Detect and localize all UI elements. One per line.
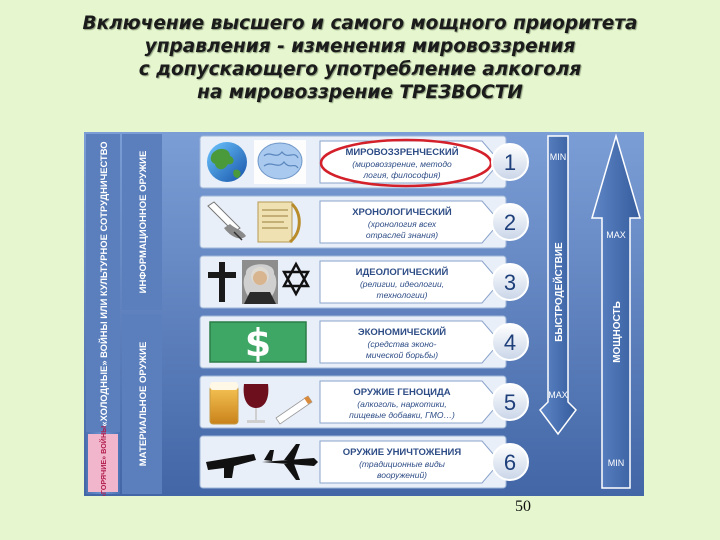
material-weapon-label: МАТЕРИАЛЬНОЕ ОРУЖИЕ: [138, 342, 149, 467]
row-1-desc-1: (мировоззрение, методо: [352, 159, 452, 169]
row-4-desc-1: (средства эконо-: [368, 339, 437, 349]
priority-row-4: ЭКОНОМИЧЕСКИЙ (средства эконо- мической …: [200, 316, 528, 368]
cold-war-label: «ХОЛОДНЫЕ» ВОЙНЫ ИЛИ КУЛЬТУРНОЕ СОТРУДНИ…: [98, 141, 109, 426]
row-5-desc-1: (алкоголь, наркотики,: [357, 399, 446, 409]
priority-row-5: ОРУЖИЕ ГЕНОЦИДА (алкоголь, наркотики, пи…: [200, 376, 528, 428]
row-6-desc-2: вооружений): [377, 470, 427, 480]
title-line-3: с допускающего употребление алкоголя: [0, 58, 720, 81]
speed-label: БЫСТРОДЕЙСТВИЕ: [552, 242, 565, 342]
power-label: МОЩНОСТЬ: [612, 301, 623, 363]
row-6-name: ОРУЖИЕ УНИЧТОЖЕНИЯ: [343, 447, 462, 458]
row-2-desc-1: (хронология всех: [368, 219, 437, 229]
speed-top-label: MIN: [550, 152, 567, 162]
row-3-name: ИДЕОЛОГИЧЕСКИЙ: [356, 266, 449, 278]
row-3-desc-1: (религии, идеологии,: [360, 279, 444, 289]
row-1-desc-2: логия, философия): [362, 170, 440, 180]
power-bottom-label: MIN: [608, 458, 625, 468]
marx-portrait-icon: [242, 260, 278, 304]
row-2-number: 2: [504, 210, 516, 235]
title-line-1: Включение высшего и самого мощного приор…: [0, 12, 720, 35]
row-6-number: 6: [504, 450, 516, 475]
priority-diagram: «ХОЛОДНЫЕ» ВОЙНЫ ИЛИ КУЛЬТУРНОЕ СОТРУДНИ…: [84, 132, 644, 496]
row-5-desc-2: пищевые добавки, ГМО…): [349, 410, 455, 420]
row-3-number: 3: [504, 270, 516, 295]
row-5-number: 5: [504, 390, 516, 415]
globe-icon: [207, 142, 247, 182]
row-1-name: МИРОВОЗЗРЕНЧЕСКИЙ: [345, 146, 458, 158]
svg-text:$: $: [245, 321, 271, 365]
slide-title: Включение высшего и самого мощного приор…: [0, 12, 720, 104]
title-line-2: управления - изменения мировоззрения: [0, 35, 720, 58]
row-4-number: 4: [504, 330, 516, 355]
dollar-icon: $: [210, 321, 306, 365]
priority-row-6: ОРУЖИЕ УНИЧТОЖЕНИЯ (традиционные виды во…: [200, 436, 528, 488]
beer-icon: [210, 382, 238, 424]
priority-row-3: ИДЕОЛОГИЧЕСКИЙ (религии, идеологии, техн…: [200, 256, 528, 308]
row-3-desc-2: технологии): [377, 290, 428, 300]
row-1-number: 1: [504, 150, 516, 175]
row-6-desc-1: (традиционные виды: [359, 459, 446, 469]
row-2-name: ХРОНОЛОГИЧЕСКИЙ: [352, 206, 452, 218]
row-2-desc-2: отраслей знания): [366, 230, 438, 240]
row-5-name: ОРУЖИЕ ГЕНОЦИДА: [353, 387, 450, 398]
title-line-4: на мировоззрение ТРЕЗВОСТИ: [0, 81, 720, 104]
info-weapon-label: ИНФОРМАЦИОННОЕ ОРУЖИЕ: [138, 151, 149, 294]
slide-number: 50: [515, 498, 531, 516]
brain-icon: [254, 140, 306, 184]
row-4-name: ЭКОНОМИЧЕСКИЙ: [358, 326, 446, 338]
power-top-label: MAX: [606, 230, 626, 240]
priority-row-1: МИРОВОЗЗРЕНЧЕСКИЙ (мировоззрение, методо…: [200, 136, 528, 188]
hot-war-label: «ГОРЯЧИЕ» ВОЙНЫ: [99, 426, 108, 496]
speed-bottom-label: MAX: [548, 390, 568, 400]
row-4-desc-2: мической борьбы): [366, 350, 438, 360]
priority-row-2: ХРОНОЛОГИЧЕСКИЙ (хронология всех отрасле…: [200, 196, 528, 248]
